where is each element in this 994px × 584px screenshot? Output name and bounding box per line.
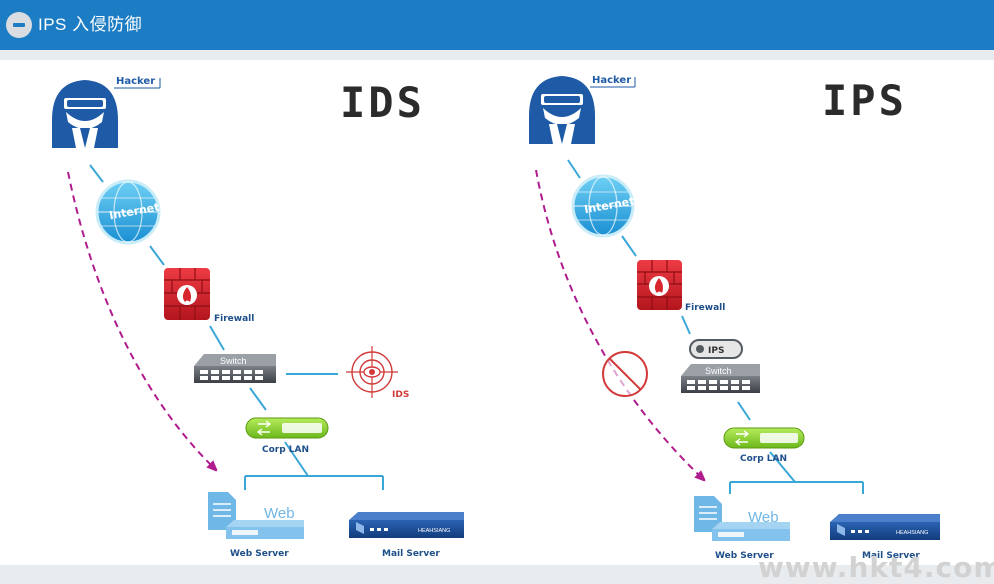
ips-firewall-label: Firewall: [685, 303, 725, 313]
ids-sensor-label: IDS: [392, 390, 409, 400]
ips-block-icon: [602, 351, 648, 397]
ids-web-word: Web: [264, 505, 295, 522]
ips-hacker-label: Hacker: [592, 75, 631, 86]
ips-corp-lan-icon: [723, 427, 805, 449]
ids-panel: Hacker IDS Internet Firewall: [52, 76, 464, 559]
ips-attack-arrow: [535, 169, 702, 478]
ips-hacker-icon: [529, 76, 595, 144]
ips-switch-label: Switch: [705, 366, 732, 376]
ids-hacker-label: Hacker: [116, 76, 155, 87]
ids-firewall-icon: [164, 268, 210, 320]
ids-links: [89, 164, 384, 490]
ids-sensor-target-icon: [346, 346, 398, 398]
ids-hacker-icon: [52, 80, 118, 148]
ids-mail-server-icon: [349, 512, 464, 538]
ids-mail-server-label: Mail Server: [382, 549, 440, 559]
page-title: IPS 入侵防御: [38, 15, 143, 34]
watermark: www.hkt4.com: [758, 551, 994, 584]
ids-corp-lan-label: Corp LAN: [262, 445, 309, 455]
ids-web-server-label: Web Server: [230, 549, 289, 559]
ips-appliance-icon: [689, 339, 743, 359]
ips-web-server-label: Web Server: [715, 551, 774, 561]
ips-firewall-icon: [637, 260, 682, 310]
ips-appliance-label: IPS: [708, 346, 724, 356]
ips-internet-globe-icon: [571, 174, 635, 238]
ids-heading: IDS: [340, 78, 425, 127]
title-bar: IPS 入侵防御: [0, 0, 994, 50]
ids-switch-icon: [194, 354, 276, 383]
ids-web-server-icon: [208, 492, 304, 539]
ips-switch-icon: [681, 364, 760, 393]
ips-mail-brand: HEAHSIANG: [896, 530, 928, 536]
ids-firewall-label: Firewall: [214, 314, 254, 324]
collapse-icon[interactable]: [6, 12, 32, 38]
ids-mail-brand: HEAHSIANG: [418, 528, 450, 534]
ips-mail-server-label: Mail Server: [862, 551, 920, 561]
ids-switch-label: Switch: [220, 356, 247, 366]
ids-corp-lan-icon: [245, 417, 329, 439]
ips-heading: IPS: [822, 76, 907, 125]
ids-internet-globe-icon: [95, 179, 161, 245]
ips-web-server-icon: [694, 496, 790, 541]
ips-web-word: Web: [748, 509, 779, 526]
ips-links: [567, 159, 864, 494]
ids-attack-arrow: [67, 171, 214, 468]
ips-corp-lan-label: Corp LAN: [740, 454, 787, 464]
ips-mail-server-icon: [830, 514, 940, 540]
ips-panel: Hacker IPS Internet Firewall: [529, 75, 940, 561]
